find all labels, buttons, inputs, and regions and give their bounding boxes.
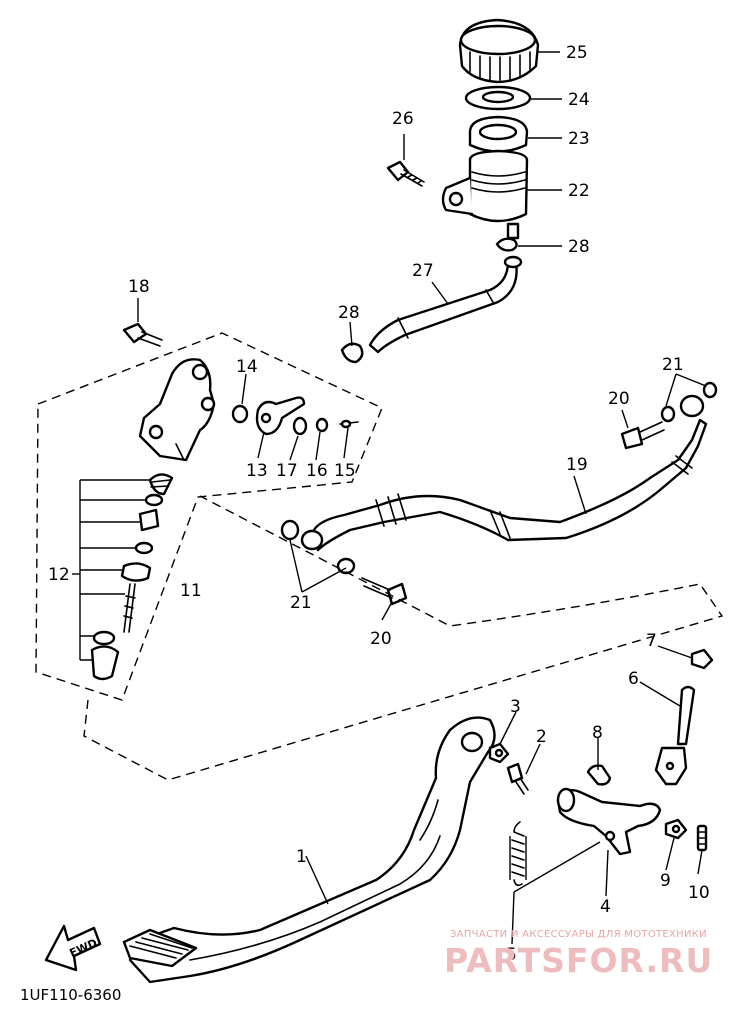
callout-26: 26 — [392, 109, 414, 129]
return-spring-part-5 — [509, 821, 527, 887]
washer-part-16 — [315, 417, 329, 433]
brake-pedal-part-1 — [122, 716, 496, 984]
bolt-part-2 — [506, 762, 529, 795]
callout-24: 24 — [568, 90, 590, 110]
hose-clip-part-28-bottom — [340, 342, 364, 364]
callout-21-left: 21 — [290, 593, 312, 613]
callout-13: 13 — [246, 461, 268, 481]
washer-part-14 — [231, 404, 249, 424]
callout-20-left: 20 — [370, 629, 392, 649]
diaphragm-plate-part-24 — [464, 85, 532, 111]
callout-21-right: 21 — [662, 355, 684, 375]
pushrod-joint-part-13 — [255, 396, 306, 436]
callout-22: 22 — [568, 181, 590, 201]
figure-code: 1UF110-6360 — [20, 986, 121, 1004]
callout-3: 3 — [510, 697, 521, 717]
callout-23: 23 — [568, 129, 590, 149]
callout-11: 11 — [180, 581, 202, 601]
watermark-tagline: ЗАПЧАСТИ И АКСЕССУАРЫ ДЛЯ МОТОТЕХНИКИ — [450, 929, 707, 940]
callout-7: 7 — [646, 631, 657, 651]
pin-part-17 — [292, 416, 308, 436]
callout-10: 10 — [688, 883, 710, 903]
callout-14: 14 — [236, 357, 258, 377]
reservoir-tank-part-22 — [441, 149, 529, 240]
bolt-part-26 — [386, 160, 425, 187]
union-bolt-part-20-right — [620, 421, 665, 450]
pedal-assembly-boundary — [83, 495, 724, 781]
callout-5: 5 — [506, 945, 517, 965]
bracket-lines-12 — [72, 479, 150, 661]
callout-12: 12 — [48, 565, 70, 585]
reservoir-cap-part-25 — [458, 18, 540, 84]
callout-18: 18 — [128, 277, 150, 297]
forward-arrow-icon: FWD — [44, 924, 102, 972]
callout-2: 2 — [536, 727, 547, 747]
watermark: ЗАПЧАСТИ И АКСЕССУАРЫ ДЛЯ МОТОТЕХНИКИ PA… — [444, 929, 713, 980]
master-cylinder-assembly-boundary — [35, 332, 383, 701]
pin-part-8 — [586, 764, 612, 786]
hose-part-27 — [368, 255, 523, 354]
copper-washer-part-21 — [280, 381, 718, 575]
watermark-logo: PARTSFOR.RU — [444, 941, 713, 980]
piston-kit-parts-12 — [90, 473, 174, 681]
union-bolt-part-20-left — [361, 577, 408, 606]
callout-4: 4 — [600, 897, 611, 917]
callout-15: 15 — [334, 461, 356, 481]
nut-part-7 — [690, 648, 714, 670]
callout-9: 9 — [660, 871, 671, 891]
pin-part-10 — [696, 824, 708, 852]
brake-rod-part-6 — [654, 685, 696, 786]
callout-20-right: 20 — [608, 389, 630, 409]
callout-1: 1 — [296, 847, 307, 867]
master-cylinder-body-part-11 — [138, 358, 216, 462]
pin-part-15 — [339, 419, 359, 429]
callout-19: 19 — [566, 455, 588, 475]
nut-part-9 — [664, 818, 688, 840]
callout-17: 17 — [276, 461, 298, 481]
callout-28-bottom: 28 — [338, 303, 360, 323]
nut-part-3 — [488, 742, 510, 764]
callout-6: 6 — [628, 669, 639, 689]
brake-shaft-part-4 — [556, 787, 662, 856]
callout-16: 16 — [306, 461, 328, 481]
callout-25: 25 — [566, 43, 588, 63]
callout-8: 8 — [592, 723, 603, 743]
hose-clip-part-28-top — [495, 237, 518, 252]
callout-labels: 25 24 23 22 26 28 27 28 18 14 13 17 16 1… — [48, 43, 710, 965]
brake-hose-part-19 — [300, 394, 708, 552]
leader-lines — [137, 51, 707, 945]
callout-27: 27 — [412, 261, 434, 281]
callout-28-top: 28 — [568, 237, 590, 257]
bolt-part-18 — [122, 322, 163, 347]
diaphragm-part-23 — [468, 115, 529, 153]
